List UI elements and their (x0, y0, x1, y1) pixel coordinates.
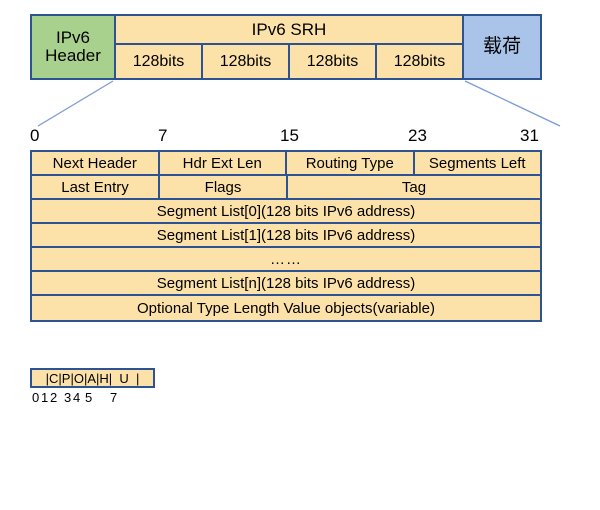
flags-bit-layout: |C|P|O|A|H| U | (30, 368, 155, 388)
table-row: …… (32, 248, 540, 272)
srh-detail-table: Next Header Hdr Ext Len Routing Type Seg… (30, 150, 542, 322)
connector-line-right (464, 80, 561, 127)
bit-tick: 0 (30, 126, 40, 145)
ipv6-header-line2: Header (45, 46, 101, 65)
field-segment-list-ellipsis: …… (270, 250, 302, 268)
srh-chunk-row: 128bits 128bits 128bits 128bits (116, 45, 462, 78)
flags-bit-number: 5 (85, 390, 93, 405)
ipv6-srh-title: IPv6 SRH (116, 16, 462, 45)
packet-strip: IPv6 Header IPv6 SRH 128bits 128bits 128… (30, 14, 542, 80)
bit-tick: 23 (408, 126, 427, 145)
srh-chunk: 128bits (203, 45, 290, 78)
field-segments-left: Segments Left (428, 154, 526, 172)
ipv6-srh-block: IPv6 SRH 128bits 128bits 128bits 128bits (116, 16, 464, 78)
ipv6-header-block: IPv6 Header (32, 16, 116, 78)
bit-ruler: 0 7 15 23 31 (30, 126, 542, 148)
field-last-entry: Last Entry (32, 176, 160, 198)
srh-chunk: 128bits (116, 45, 203, 78)
bit-tick: 15 (280, 126, 299, 145)
bit-tick: 7 (158, 126, 168, 145)
table-row: Segment List[1](128 bits IPv6 address) (32, 224, 540, 248)
table-row: Optional Type Length Value objects(varia… (32, 296, 540, 320)
field-optional-tlv: Optional Type Length Value objects(varia… (137, 299, 435, 317)
table-row: Segment List[n](128 bits IPv6 address) (32, 272, 540, 296)
flags-bit-number: 0 (32, 390, 40, 405)
connector-line-left (37, 80, 114, 127)
ipv6-header-line1: IPv6 (55, 28, 91, 48)
flags-bit-number: 7 (110, 390, 118, 405)
srh-chunk: 128bits (393, 52, 446, 70)
srh-chunk: 128bits (290, 45, 377, 78)
field-segment-list-n: Segment List[n](128 bits IPv6 address) (156, 274, 416, 292)
bit-tick: 31 (520, 126, 539, 145)
field-segment-list-0: Segment List[0](128 bits IPv6 address) (156, 202, 416, 220)
field-next-header: Next Header (32, 152, 160, 174)
flags-bit-number: 1 (41, 390, 49, 405)
field-flags: Flags (160, 176, 288, 198)
flags-bit-number: 3 (64, 390, 72, 405)
flags-bit-numbers: 0 1 2 3 4 5 7 (30, 390, 155, 408)
table-row: Segment List[0](128 bits IPv6 address) (32, 200, 540, 224)
flags-bit-number: 4 (73, 390, 81, 405)
table-row: Last Entry Flags Tag (32, 176, 540, 200)
field-segment-list-1: Segment List[1](128 bits IPv6 address) (156, 226, 416, 244)
field-hdr-ext-len: Hdr Ext Len (160, 152, 287, 174)
payload-block: 载荷 (464, 16, 540, 78)
field-tag: Tag (401, 178, 427, 196)
flags-bit-number: 2 (50, 390, 58, 405)
table-row: Next Header Hdr Ext Len Routing Type Seg… (32, 152, 540, 176)
field-routing-type: Routing Type (287, 152, 415, 174)
